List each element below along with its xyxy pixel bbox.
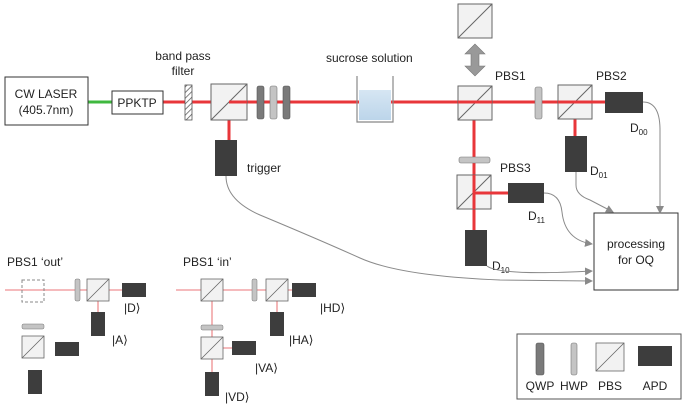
trigger-label: trigger [247,161,281,175]
inset-out-detector-low-right [55,342,79,356]
qwp-plate-2 [282,85,291,120]
inset-in-pbs1 [200,278,224,302]
sucrose-cuvette [356,76,394,123]
trigger-detector [215,140,237,176]
ket-hd-label: |HD⟩ [320,301,345,315]
cw-laser-label: CW LASER [15,87,78,101]
processing-label-1: processing [607,237,665,251]
pbs3-label: PBS3 [500,161,531,175]
pbs-movable-top [457,3,493,39]
inset-in-detector-vd [205,372,219,396]
legend-pbs-label: PBS [598,379,622,393]
legend-qwp-label: QWP [526,379,555,393]
inset-in-detector-va [232,341,256,355]
detector-d00 [605,92,643,113]
d01-label: D01 [590,164,608,180]
inset-out-detector-low-bottom [28,370,42,394]
sucrose-label: sucrose solution [326,51,413,65]
pbs1-out-title: PBS1 ‘out’ [7,255,63,269]
inset-out-detector-a [91,312,105,336]
pbs1-in-title: PBS1 ‘in’ [183,255,232,269]
pbs1-label: PBS1 [495,69,526,83]
inset-out-pbs-low [21,335,45,359]
ppktp-label: PPKTP [117,96,156,110]
ket-vd-label: |VD⟩ [225,390,249,404]
inset-in-hwp-low [200,324,224,331]
detector-d11 [508,183,544,203]
qwp-plate-1 [256,85,265,120]
hwp-plate-1 [269,85,278,120]
inset-in-pbs3 [200,336,224,360]
legend-qwp-icon [535,342,545,376]
signal-cables [225,101,664,285]
legend-hwp-label: HWP [560,379,588,393]
ppktp-crystal [111,90,164,115]
hwp-plate-pbs3 [458,156,491,164]
inset-out-detector-d [122,283,146,297]
ket-ha-label: |HA⟩ [289,333,313,347]
inset-in-detector-hd [292,283,316,297]
band-pass-label-1: band pass [155,49,210,63]
d11-label: D11 [528,209,546,225]
legend-apd-icon [638,346,672,366]
d10-label: D10 [492,259,510,275]
inset-out-pbs [86,278,110,302]
detector-d10 [465,230,487,266]
cw-laser-wavelength: (405.7nm) [19,103,74,117]
legend-hwp-icon [570,342,578,376]
pbs1-removed-outline [21,279,45,303]
d00-label: D00 [630,121,648,137]
inset-in-detector-ha [270,312,284,336]
processing-box [593,212,679,291]
ket-va-label: |VA⟩ [255,361,278,375]
inset-in-hwp [251,278,258,302]
ket-d-label: |D⟩ [124,301,140,315]
detector-d01 [565,136,587,172]
legend-apd-label: APD [643,379,668,393]
band-pass-filter [184,84,193,121]
ket-a-label: |A⟩ [112,333,128,347]
hwp-plate-pbs2 [534,86,543,120]
inset-out-hwp [74,278,81,302]
processing-label-2: for OQ [618,253,654,267]
legend-pbs-icon [595,342,625,372]
inset-in-pbs2 [265,278,289,302]
pbs2-label: PBS2 [596,69,627,83]
cw-laser-box [4,76,89,126]
inset-out-hwp-low [21,323,45,330]
band-pass-label-2: filter [172,64,195,78]
translation-arrow-icon [464,43,486,77]
